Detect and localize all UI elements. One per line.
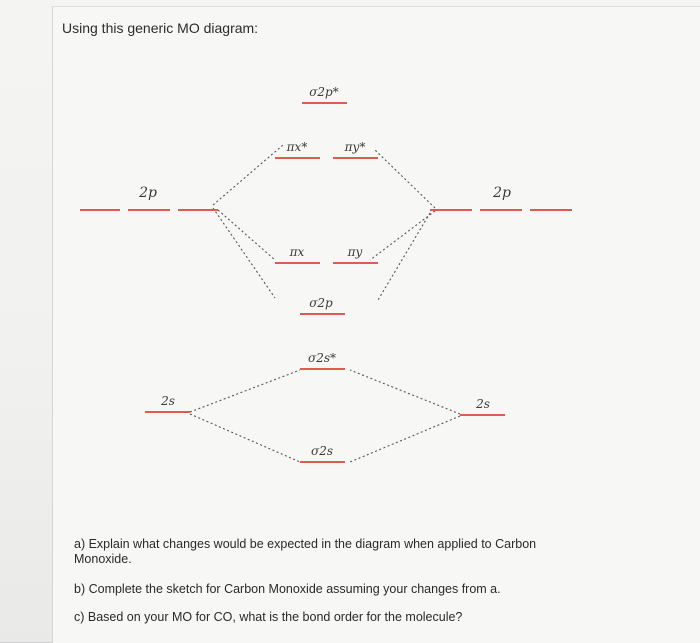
pi-x-star-label: πx* [286,140,308,154]
sigma-2s-label: σ2s [311,444,333,458]
sigma-2s-star-label: σ2s* [308,351,336,365]
pi-x-label: πx [289,245,305,259]
question-c: c) Based on your MO for CO, what is the … [74,610,463,624]
question-card [52,6,700,643]
left-2s-label: 2s [160,394,175,408]
right-2p-label: 2p [492,185,511,201]
pi-y-star-label: πy* [344,140,366,154]
prompt-title: Using this generic MO diagram: [62,20,259,36]
question-a-line-1: a) Explain what changes would be expecte… [74,537,537,551]
question-b: b) Complete the sketch for Carbon Monoxi… [74,582,501,596]
left-2p-label: 2p [138,185,157,201]
pi-y-label: πy [347,245,363,259]
sigma-2p-label: σ2p [309,296,333,310]
right-2s-label: 2s [475,397,490,411]
sigma-2p-star-label: σ2p* [309,85,339,99]
question-a-line-2: Monoxide. [74,552,132,566]
connector-lines [189,144,461,463]
